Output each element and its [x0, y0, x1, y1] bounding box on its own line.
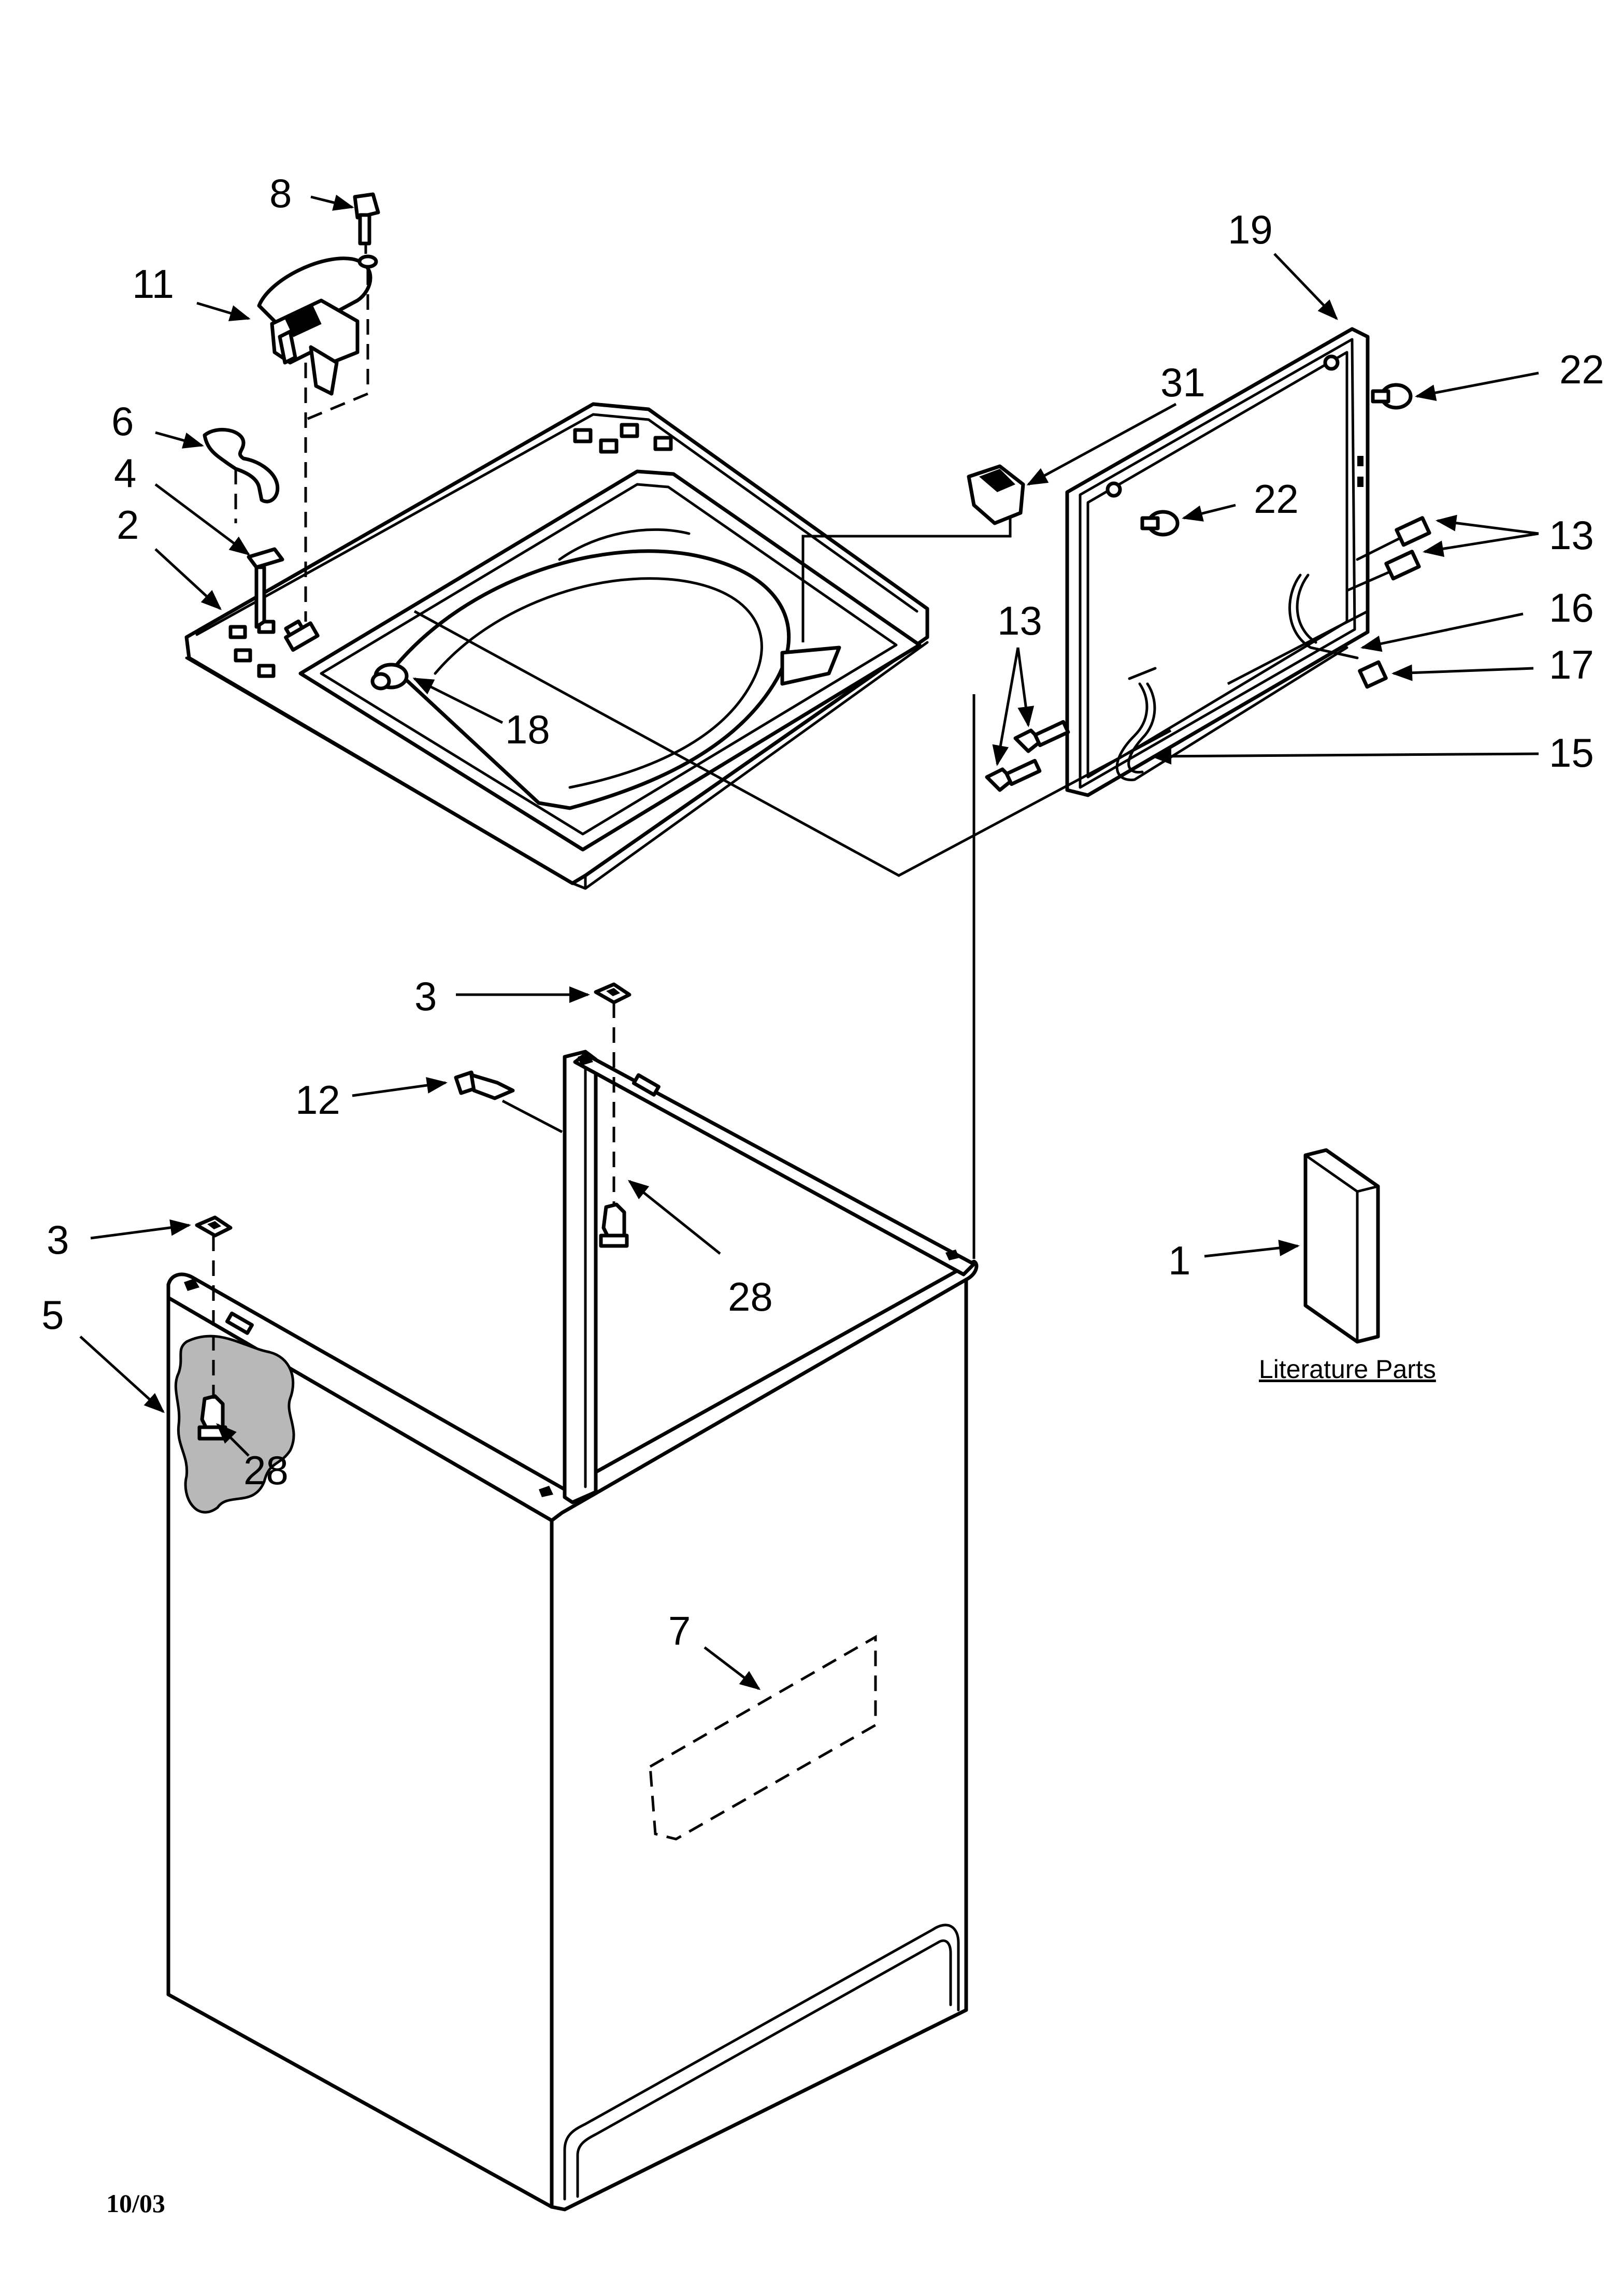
callout-3b: 3 [47, 1217, 69, 1262]
screw-13-left-b [985, 758, 1042, 792]
bumper-22b [1140, 510, 1180, 537]
screw-28-upper [599, 1202, 629, 1248]
lid-switch-11 [257, 256, 372, 396]
callout-12: 12 [295, 1077, 340, 1123]
clip-3-lower [195, 1215, 233, 1238]
lid-19 [1065, 327, 1370, 797]
callout-15: 15 [1549, 730, 1594, 776]
callout-8: 8 [269, 170, 292, 216]
callout-1: 1 [1168, 1238, 1190, 1283]
clip-6 [203, 427, 280, 504]
callout-18: 18 [505, 707, 550, 752]
screw-8 [353, 192, 380, 269]
callout-22b: 22 [1254, 476, 1299, 522]
top-panel [184, 402, 929, 890]
callout-labels: 8 11 6 4 2 18 19 22 31 22 13 13 16 17 15… [41, 170, 1604, 2218]
callout-6: 6 [111, 398, 134, 444]
hinge-clip-17 [1358, 660, 1388, 689]
literature-parts-book [1303, 1148, 1380, 1344]
callout-31: 31 [1160, 360, 1205, 405]
callout-19: 19 [1228, 207, 1273, 252]
cabinet-5 [166, 1050, 979, 2212]
screw-13-right-a [1356, 516, 1431, 561]
callout-16: 16 [1549, 585, 1594, 630]
callout-13b: 13 [997, 598, 1042, 643]
leader-arrows [79, 194, 1539, 1690]
bracket-4 [247, 547, 284, 629]
screw-12 [454, 1070, 515, 1100]
screw-28-lower [197, 1394, 227, 1441]
date-code: 10/03 [106, 2189, 165, 2218]
callout-28b: 28 [243, 1447, 289, 1493]
hinge-rod-15 [1115, 646, 1348, 781]
screw-13-right-b [1345, 550, 1421, 592]
screw-13-left-a [1013, 720, 1070, 753]
callout-13a: 13 [1549, 512, 1594, 558]
bumper-18 [370, 663, 409, 691]
callout-7: 7 [668, 1608, 691, 1654]
callout-22a: 22 [1559, 347, 1604, 392]
lid-bumper-31 [967, 464, 1025, 525]
callout-11: 11 [132, 261, 174, 307]
callout-28a: 28 [728, 1274, 773, 1319]
bumper-22a [1371, 383, 1413, 410]
literature-parts-label: Literature Parts [1259, 1355, 1436, 1384]
callout-17: 17 [1549, 642, 1594, 687]
callout-2: 2 [117, 502, 139, 548]
callout-3a: 3 [414, 973, 437, 1019]
callout-5: 5 [41, 1292, 64, 1338]
clip-3-upper [594, 982, 631, 1005]
callout-4: 4 [114, 450, 136, 496]
